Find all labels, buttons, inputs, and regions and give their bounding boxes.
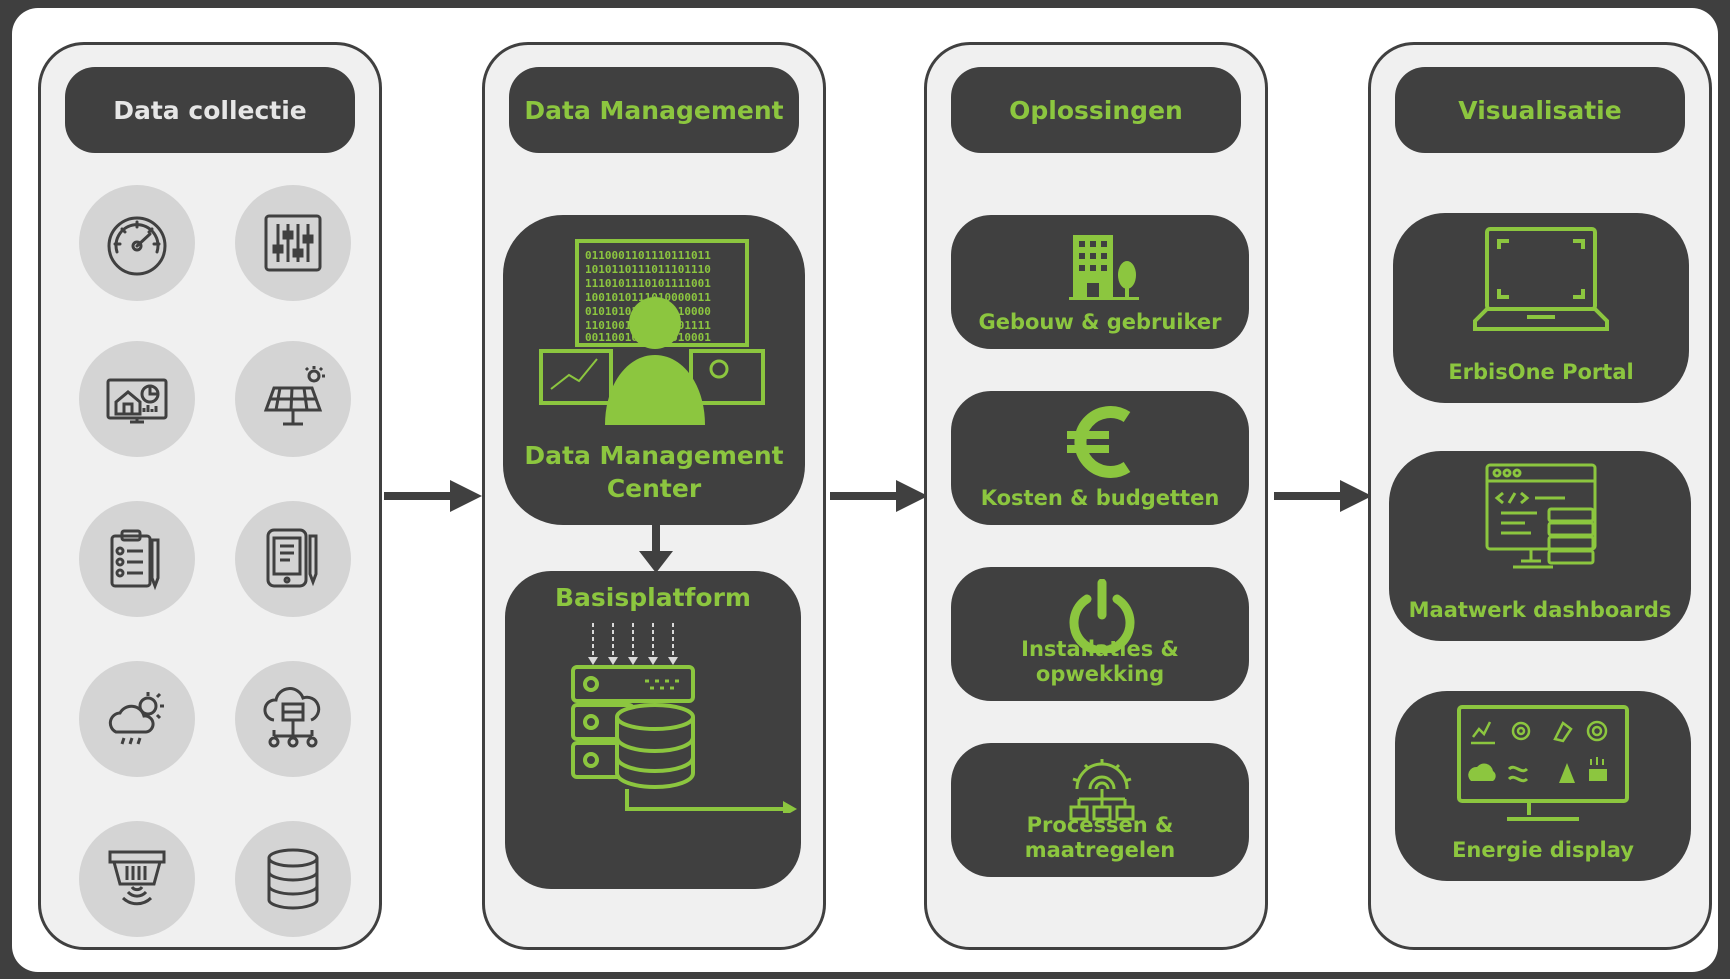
code-dashboard-icon	[1485, 463, 1597, 569]
solution-label: Processen & maatregelen	[1024, 813, 1176, 862]
data-management-center-card: 0110001101110111011 1010110111011101110 …	[503, 215, 805, 525]
visual-label: Energie display	[1452, 838, 1634, 862]
server-database-icon	[571, 623, 797, 813]
home-analytics-icon	[79, 341, 195, 457]
column-title: Visualisatie	[1395, 67, 1685, 153]
flow-arrow-2	[830, 480, 928, 512]
flow-arrow-1	[384, 480, 482, 512]
svg-text:1001010111010000011: 1001010111010000011	[585, 291, 711, 304]
solution-installaties-opwekking: Installaties & opwekking	[951, 567, 1249, 701]
visual-label: ErbisOne Portal	[1448, 360, 1634, 384]
down-arrow	[639, 525, 673, 573]
checklist-icon	[79, 501, 195, 617]
column-visualisatie: Visualisatie ErbisOne Portal	[1368, 42, 1712, 950]
building-icon	[1069, 235, 1139, 300]
sensor-icon	[79, 821, 195, 937]
tablet-pen-icon	[235, 501, 351, 617]
visual-energie-display: Energie display	[1395, 691, 1691, 881]
column-data-management: Data Management 0110001101110111011 1010…	[482, 42, 826, 950]
svg-text:1010110111011101110: 1010110111011101110	[585, 263, 711, 276]
solution-gebouw-gebruiker: Gebouw & gebruiker	[951, 215, 1249, 349]
svg-text:1110101110101111001: 1110101110101111001	[585, 277, 711, 290]
column-title: Data collectie	[65, 67, 355, 153]
column-oplossingen: Oplossingen Gebouw & gebruiker Kosten & …	[924, 42, 1268, 950]
database-icon	[235, 821, 351, 937]
visual-erbisone-portal: ErbisOne Portal	[1393, 213, 1689, 403]
cloud-server-icon	[235, 661, 351, 777]
monitor-display-icon	[1457, 705, 1629, 821]
equalizer-icon	[235, 185, 351, 301]
basisplatform-card: Basisplatform	[505, 571, 801, 889]
process-gear-icon	[1069, 759, 1135, 821]
gauge-icon	[79, 185, 195, 301]
basisplatform-label: Basisplatform	[555, 583, 751, 612]
visual-maatwerk-dashboards: Maatwerk dashboards	[1389, 451, 1691, 641]
flow-arrow-3	[1274, 480, 1372, 512]
svg-text:0110001101110111011: 0110001101110111011	[585, 249, 711, 262]
power-icon	[1069, 579, 1135, 653]
solution-kosten-budgetten: Kosten & budgetten	[951, 391, 1249, 525]
data-management-center-label: Data Management Center	[524, 441, 784, 503]
euro-icon	[1067, 406, 1131, 478]
solution-label: Kosten & budgetten	[980, 486, 1220, 510]
laptop-icon	[1473, 227, 1609, 331]
column-title: Oplossingen	[951, 67, 1241, 153]
solution-processen-maatregelen: Processen & maatregelen	[951, 743, 1249, 877]
solar-panel-icon	[235, 341, 351, 457]
operator-screens-icon: 0110001101110111011 1010110111011101110 …	[539, 239, 765, 425]
column-title: Data Management	[509, 67, 799, 153]
weather-icon	[79, 661, 195, 777]
column-data-collectie: Data collectie	[38, 42, 382, 950]
solution-label: Gebouw & gebruiker	[978, 310, 1222, 334]
solution-label: Installaties & opwekking	[1021, 637, 1179, 686]
visual-label: Maatwerk dashboards	[1408, 598, 1672, 622]
